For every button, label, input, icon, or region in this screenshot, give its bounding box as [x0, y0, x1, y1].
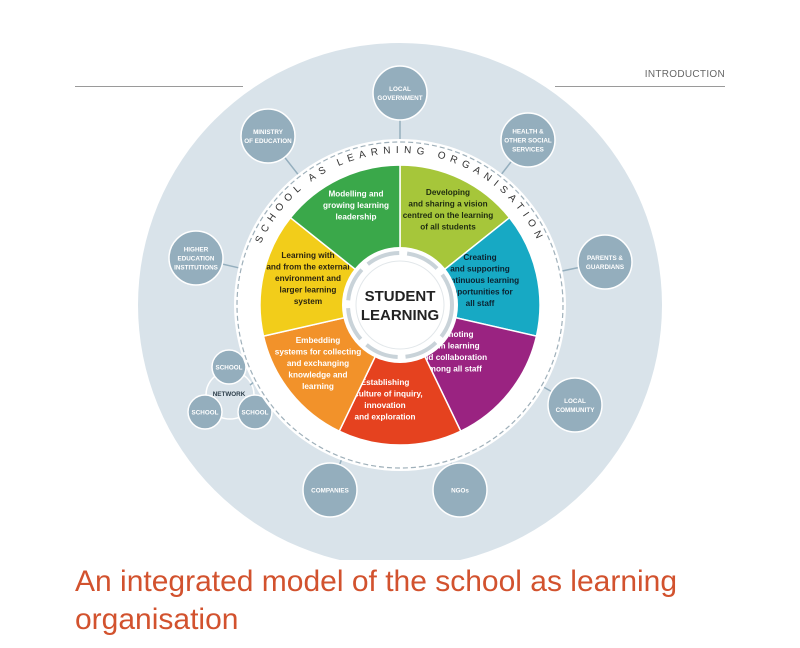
- school-label: SCHOOL: [242, 410, 269, 417]
- section-label: INTRODUCTION: [644, 69, 725, 80]
- dimension-label: of all students: [420, 222, 476, 231]
- integrated-model-diagram: LOCAL GOVERNMENT HEALTH & OTHER SOCIAL SERVI…: [138, 43, 662, 560]
- center-label-line1: STUDENT: [365, 288, 436, 305]
- school-node: [211, 349, 247, 385]
- dimension-label: Creating: [463, 253, 496, 262]
- school-node: [237, 394, 273, 430]
- partner-node-circle: [372, 65, 428, 121]
- partner-node: HEALTH & OTHER SOCIAL SERVICES: [500, 112, 556, 168]
- partner-node: MINISTRY OF EDUCATION: [240, 108, 296, 164]
- dimension-label: among all staff: [424, 364, 482, 373]
- partner-node: NGOs: [432, 462, 488, 518]
- dimension-label: Developing: [426, 188, 470, 197]
- partner-node-circle: [240, 108, 296, 164]
- figure-caption: An integrated model of the school as lea…: [75, 565, 678, 636]
- center-ring: [346, 251, 454, 359]
- partner-node: LOCAL GOVERNMENT: [372, 65, 428, 121]
- dimension-label: opportunities for: [447, 288, 513, 297]
- partner-label: LOCAL: [564, 398, 586, 405]
- dimension-label: Learning with: [281, 251, 334, 260]
- partner-label: SERVICES: [512, 147, 544, 154]
- dimension-label: environment and: [275, 274, 341, 283]
- dimension-label: Promoting: [433, 330, 474, 339]
- partner-label: MINISTRY: [253, 129, 284, 136]
- dimension-label: and exploration: [355, 412, 416, 421]
- partner-node-circle: [302, 462, 358, 518]
- dimension-label: Modelling and: [328, 190, 383, 199]
- partner-node: PARENTS & GUARDIANS: [577, 234, 633, 290]
- partner-node-circle: [547, 377, 603, 433]
- dimension-label: a culture of inquiry,: [347, 389, 422, 398]
- partner-node-circle: [168, 230, 224, 286]
- partner-label: HEALTH &: [512, 129, 544, 136]
- partner-label: LOCAL: [389, 86, 411, 93]
- school-label: SCHOOL: [216, 365, 243, 372]
- partner-label: COMPANIES: [311, 488, 349, 495]
- partner-label: GUARDIANS: [586, 264, 624, 271]
- dimension-label: system: [294, 297, 322, 306]
- partner-label: EDUCATION: [178, 256, 215, 263]
- dimension-label: leadership: [336, 213, 377, 222]
- partner-node: COMPANIES: [302, 462, 358, 518]
- partner-label: OTHER SOCIAL: [504, 138, 552, 145]
- partner-node-circle: [432, 462, 488, 518]
- dimension-label: and from the external: [266, 263, 349, 272]
- partner-label: NGOs: [451, 488, 469, 495]
- partner-label: HIGHER: [184, 247, 209, 254]
- partner-node-circle: [500, 112, 556, 168]
- dimension-label: and exchanging: [287, 359, 349, 368]
- partner-label: INSTITUTIONS: [174, 265, 218, 272]
- dimension-label: continuous learning: [441, 276, 519, 285]
- header-rule-right: [555, 86, 725, 87]
- dimension-label: systems for collecting: [275, 348, 361, 357]
- dimension-label: team learning: [426, 341, 479, 350]
- partner-node: LOCAL COMMUNITY: [547, 377, 603, 433]
- dimension-label: and collaboration: [419, 353, 487, 362]
- dimension-segment: Establishing a culture of inquiry, innovat…: [338, 303, 462, 446]
- dimension-label: larger learning: [280, 286, 337, 295]
- dimension-label: and sharing a vision: [408, 199, 487, 208]
- center-disc: [355, 260, 445, 350]
- dimension-label: centred on the learning: [403, 211, 494, 220]
- dimension-label: Embedding: [296, 336, 341, 345]
- center-label-line2: LEARNING: [361, 307, 439, 324]
- dimension-label: and supporting: [450, 265, 510, 274]
- network-label: NETWORK: [213, 391, 246, 398]
- dimension-label: all staff: [466, 299, 495, 308]
- dimension-label: Establishing: [361, 378, 410, 387]
- partner-node-circle: [577, 234, 633, 290]
- partner-node: HIGHER EDUCATION INSTITUTIONS: [168, 230, 224, 286]
- partner-label: OF EDUCATION: [244, 138, 292, 145]
- partner-label: PARENTS &: [587, 255, 623, 262]
- school-node: [187, 394, 223, 430]
- dimension-label: knowledge and: [288, 371, 347, 380]
- school-boundary: [236, 141, 564, 469]
- dimension-label: learning: [302, 382, 334, 391]
- dimension-wedge: [338, 303, 462, 446]
- school-label: SCHOOL: [192, 410, 219, 417]
- partner-label: COMMUNITY: [556, 407, 596, 414]
- dimension-label: growing learning: [323, 201, 389, 210]
- dimension-label: innovation: [364, 401, 405, 410]
- header-rule-left: [75, 86, 243, 87]
- partner-label: GOVERNMENT: [377, 95, 422, 102]
